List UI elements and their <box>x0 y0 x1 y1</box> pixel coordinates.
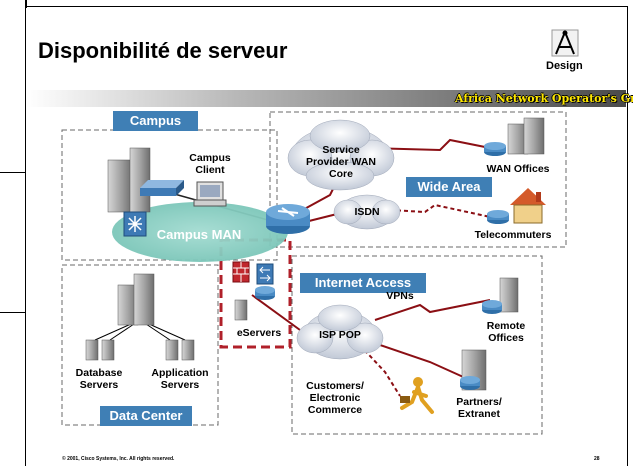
campus-label: Campus <box>113 111 198 131</box>
wide-area-label: Wide Area <box>406 177 492 197</box>
frame-right-border <box>627 6 628 466</box>
partners-extranet-label: Partners/ Extranet <box>456 396 502 420</box>
slide-title: Disponibilité de serveur <box>38 38 288 63</box>
customer-person-icon <box>400 377 434 414</box>
campus-man-ellipse <box>112 202 288 262</box>
core-router-icon <box>266 204 310 234</box>
logo-label: Design <box>546 60 583 72</box>
telecommuters-label: Telecommuters <box>474 229 552 241</box>
wide-area-region <box>269 111 567 248</box>
application-servers-icon <box>165 339 195 361</box>
telecommuter-router-icon <box>487 210 509 224</box>
compass-logo-icon <box>551 29 579 57</box>
internet-access-region <box>291 255 543 435</box>
isp-pop-cloud <box>296 304 384 360</box>
frame-left-border <box>25 6 26 466</box>
sp-wan-core-cloud <box>287 119 395 191</box>
frame-top-line <box>25 0 27 8</box>
campus-client-label: Campus Client <box>189 152 231 176</box>
remote-offices-building-icon <box>499 277 519 313</box>
wan-offices-building-icon <box>507 117 545 155</box>
layer3-switch-icon <box>123 211 147 237</box>
internet-access-label: Internet Access <box>300 273 426 293</box>
database-servers-icon <box>85 339 115 361</box>
header-bar <box>26 90 626 107</box>
dmz-switch-icon <box>256 263 274 285</box>
sp-wan-core-label: Service Provider WAN Core <box>305 144 376 180</box>
frame-top-border <box>25 6 628 7</box>
eservers-label: eServers <box>236 327 282 339</box>
campus-man-label: Campus MAN <box>156 227 242 242</box>
remote-offices-router-icon <box>482 300 502 314</box>
copyright-footer: © 2001, Cisco Systems, Inc. All rights r… <box>62 456 175 462</box>
application-servers-label: Application Servers <box>151 367 209 391</box>
group-banner: Africa Network Operator's Group <box>455 92 633 105</box>
campus-switch-icon <box>140 180 184 196</box>
partners-router-icon <box>460 376 480 390</box>
isp-pop-label: ISP POP <box>319 329 361 341</box>
dmz-router-icon <box>255 286 275 300</box>
campus-client-pc-icon <box>193 181 227 207</box>
isdn-label: ISDN <box>354 206 380 218</box>
campus-building-icon <box>107 147 151 213</box>
vpns-label: VPNs <box>386 290 414 302</box>
eserver-icon <box>234 299 248 321</box>
remote-offices-label: Remote Offices <box>486 320 526 344</box>
frame-left-tick-2 <box>0 312 26 313</box>
wan-offices-router-icon <box>484 142 506 156</box>
customers-label: Customers/ Electronic Commerce <box>306 380 364 416</box>
database-servers-label: Database Servers <box>75 367 123 391</box>
wan-offices-label: WAN Offices <box>486 163 550 175</box>
telecommuter-house-icon <box>510 188 546 224</box>
frame-left-tick-1 <box>0 172 26 173</box>
data-center-label: Data Center <box>100 406 192 426</box>
firewall-icon <box>232 261 250 283</box>
data-center-building-icon <box>117 273 155 326</box>
page-number: 28 <box>594 456 600 462</box>
isdn-cloud <box>333 194 401 230</box>
